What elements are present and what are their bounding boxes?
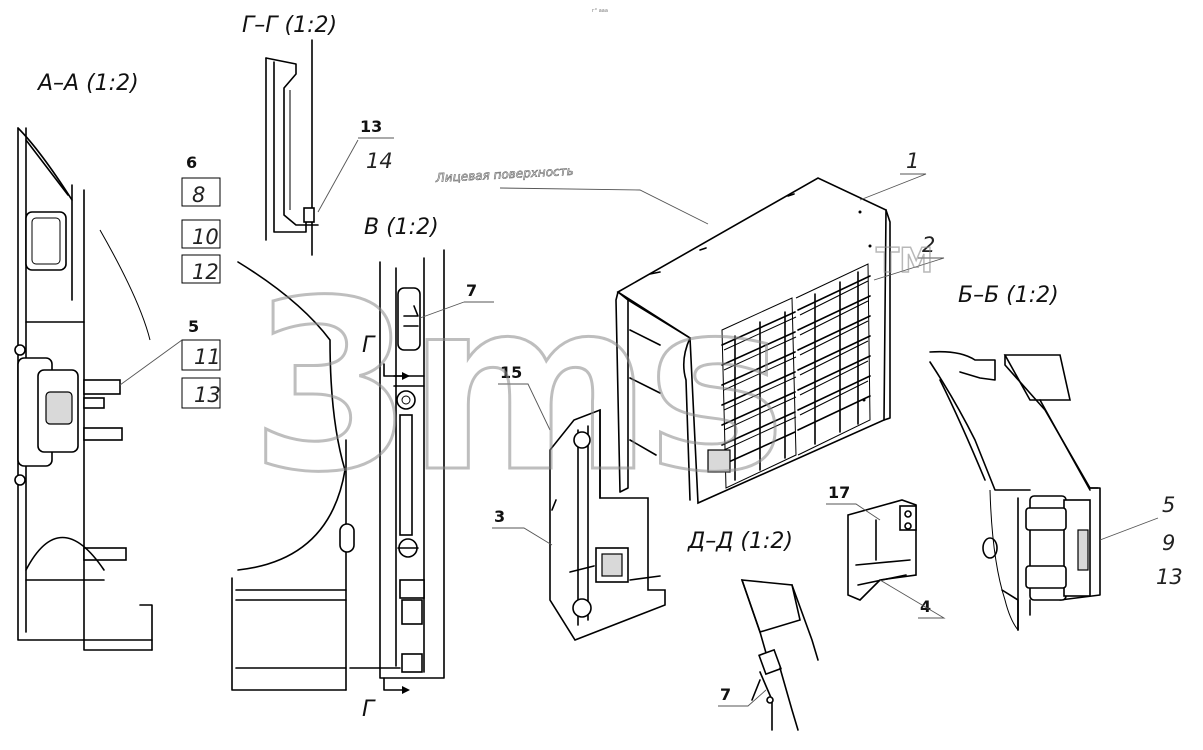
callouts-bracket: 17 4 (826, 483, 946, 619)
section-mark-g-bottom: Г (362, 697, 376, 722)
callouts-part-3: 15 3 (492, 363, 553, 546)
callout-12: 12 (192, 260, 219, 284)
callout-11: 11 (194, 345, 221, 369)
callout-17: 17 (828, 483, 850, 502)
callout-9: 9 (1162, 531, 1175, 555)
view-gg: Г–Г (1:2) (242, 13, 337, 256)
view-dd: Д–Д (1:2) (687, 529, 819, 731)
callout-10: 10 (192, 225, 219, 249)
callout-15: 15 (500, 363, 522, 382)
watermark-logo: 3ms (250, 251, 780, 524)
callout-4: 4 (920, 597, 931, 616)
grille-cover-part-1 (615, 177, 891, 505)
callout-14: 14 (366, 149, 393, 173)
view-aa-title: А–А (1:2) (36, 71, 139, 96)
section-mark-g-top: Г (362, 333, 376, 358)
callouts-part-1: Лицевая поверхность 1 2 (434, 149, 945, 281)
callouts-gg: 13 14 (317, 117, 394, 213)
callout-1: 1 (906, 149, 919, 173)
view-v: В (1:2) Г Г (231, 215, 445, 722)
face-surface-note: Лицевая поверхность (434, 164, 574, 185)
view-bb: Б–Б (1:2) (929, 283, 1101, 631)
watermark-tm: TM (876, 241, 933, 281)
callout-13: 13 (194, 383, 221, 407)
view-v-title: В (1:2) (364, 215, 439, 240)
callouts-bb: 5 9 13 (1099, 493, 1183, 589)
callouts-dd: 7 (718, 685, 767, 707)
view-gg-title: Г–Г (1:2) (242, 13, 337, 38)
panel-part-3 (549, 408, 666, 641)
view-dd-title: Д–Д (1:2) (687, 529, 793, 554)
callout-3: 3 (494, 507, 505, 526)
callout-5-bb: 5 (1162, 493, 1175, 517)
callout-7-v: 7 (466, 281, 477, 300)
callout-5: 5 (188, 317, 199, 336)
callout-13-top: 13 (360, 117, 382, 136)
callouts-v: 7 (419, 281, 494, 319)
callouts-aa: 6 8 10 12 5 11 13 (119, 153, 221, 409)
view-bb-title: Б–Б (1:2) (958, 283, 1059, 308)
callout-6: 6 (186, 153, 197, 172)
callout-2: 2 (922, 233, 935, 257)
tiny-mark: г° ааа (592, 8, 608, 14)
view-aa: А–А (1:2) (14, 71, 153, 651)
watermark: 3ms TM (249, 240, 934, 525)
callout-8: 8 (192, 183, 205, 207)
callout-7-dd: 7 (720, 685, 731, 704)
bracket-part-17 (847, 499, 917, 601)
callout-13-bb: 13 (1156, 565, 1183, 589)
